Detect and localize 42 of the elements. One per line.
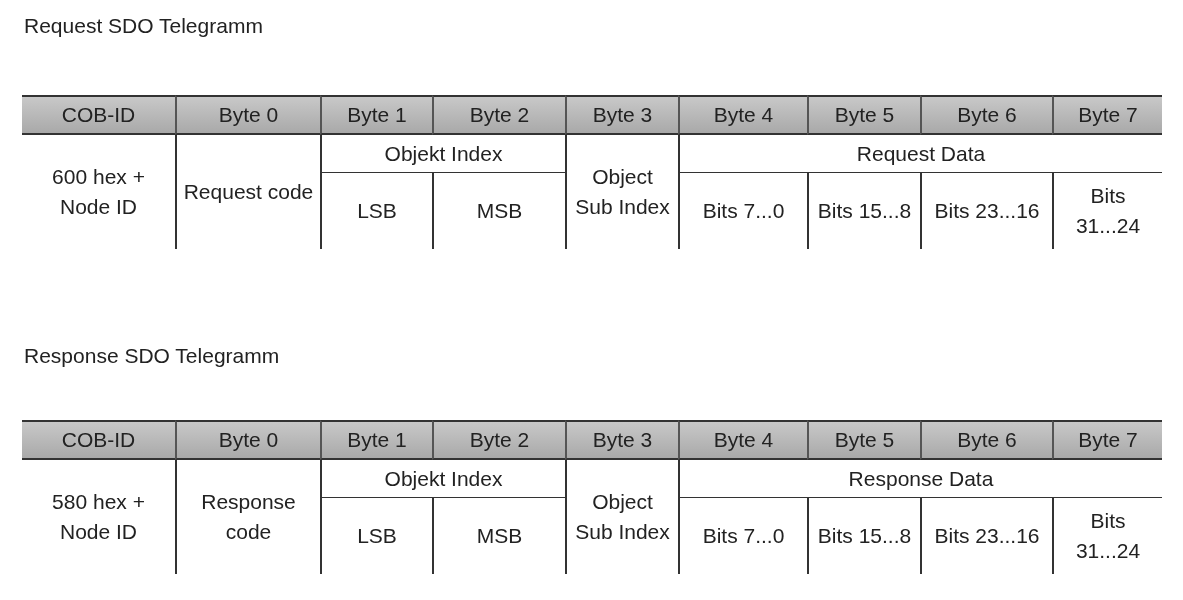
header-cell: Byte 0 [175,95,320,135]
table-cell: Response code [175,460,320,574]
header-cell: Byte 3 [565,95,678,135]
table-cell-text: 600 hex + Node ID [51,164,146,220]
table-cell: Bits 15...8 [807,498,920,574]
table-cell: Request code [175,135,320,249]
header-cell: Byte 4 [678,420,807,460]
header-cell: COB-ID [22,95,175,135]
table-cell: Object Sub Index [565,460,678,574]
table-cell: LSB [320,173,432,249]
table-cell: Bits 31...24 [1052,498,1162,574]
header-cell: Byte 7 [1052,95,1162,135]
table-cell: Response Data [678,460,1162,498]
table-cell: Object Sub Index [565,135,678,249]
table-cell: Request Data [678,135,1162,173]
header-cell: Byte 4 [678,95,807,135]
header-cell: Byte 5 [807,95,920,135]
table-title: Response SDO Telegramm [24,344,280,368]
table-cell: MSB [432,173,565,249]
header-cell: Byte 6 [920,95,1052,135]
table-cell: Bits 15...8 [807,173,920,249]
table-cell: Bits 7...0 [678,498,807,574]
table-cell: MSB [432,498,565,574]
table-cell: Bits 31...24 [1052,173,1162,249]
table-cell: Objekt Index [320,460,565,498]
table-cell: Bits 23...16 [920,498,1052,574]
header-cell: Byte 2 [432,420,565,460]
table-cell: LSB [320,498,432,574]
table-cell: Bits 7...0 [678,173,807,249]
table-cell: Objekt Index [320,135,565,173]
header-cell: Byte 1 [320,95,432,135]
table-cell: Bits 23...16 [920,173,1052,249]
header-cell: COB-ID [22,420,175,460]
header-cell: Byte 1 [320,420,432,460]
header-cell: Byte 2 [432,95,565,135]
header-cell: Byte 3 [565,420,678,460]
header-cell: Byte 7 [1052,420,1162,460]
header-cell: Byte 5 [807,420,920,460]
table-cell-text: 580 hex + Node ID [51,489,146,545]
header-cell: Byte 6 [920,420,1052,460]
table-title: Request SDO Telegramm [24,14,263,38]
header-cell: Byte 0 [175,420,320,460]
